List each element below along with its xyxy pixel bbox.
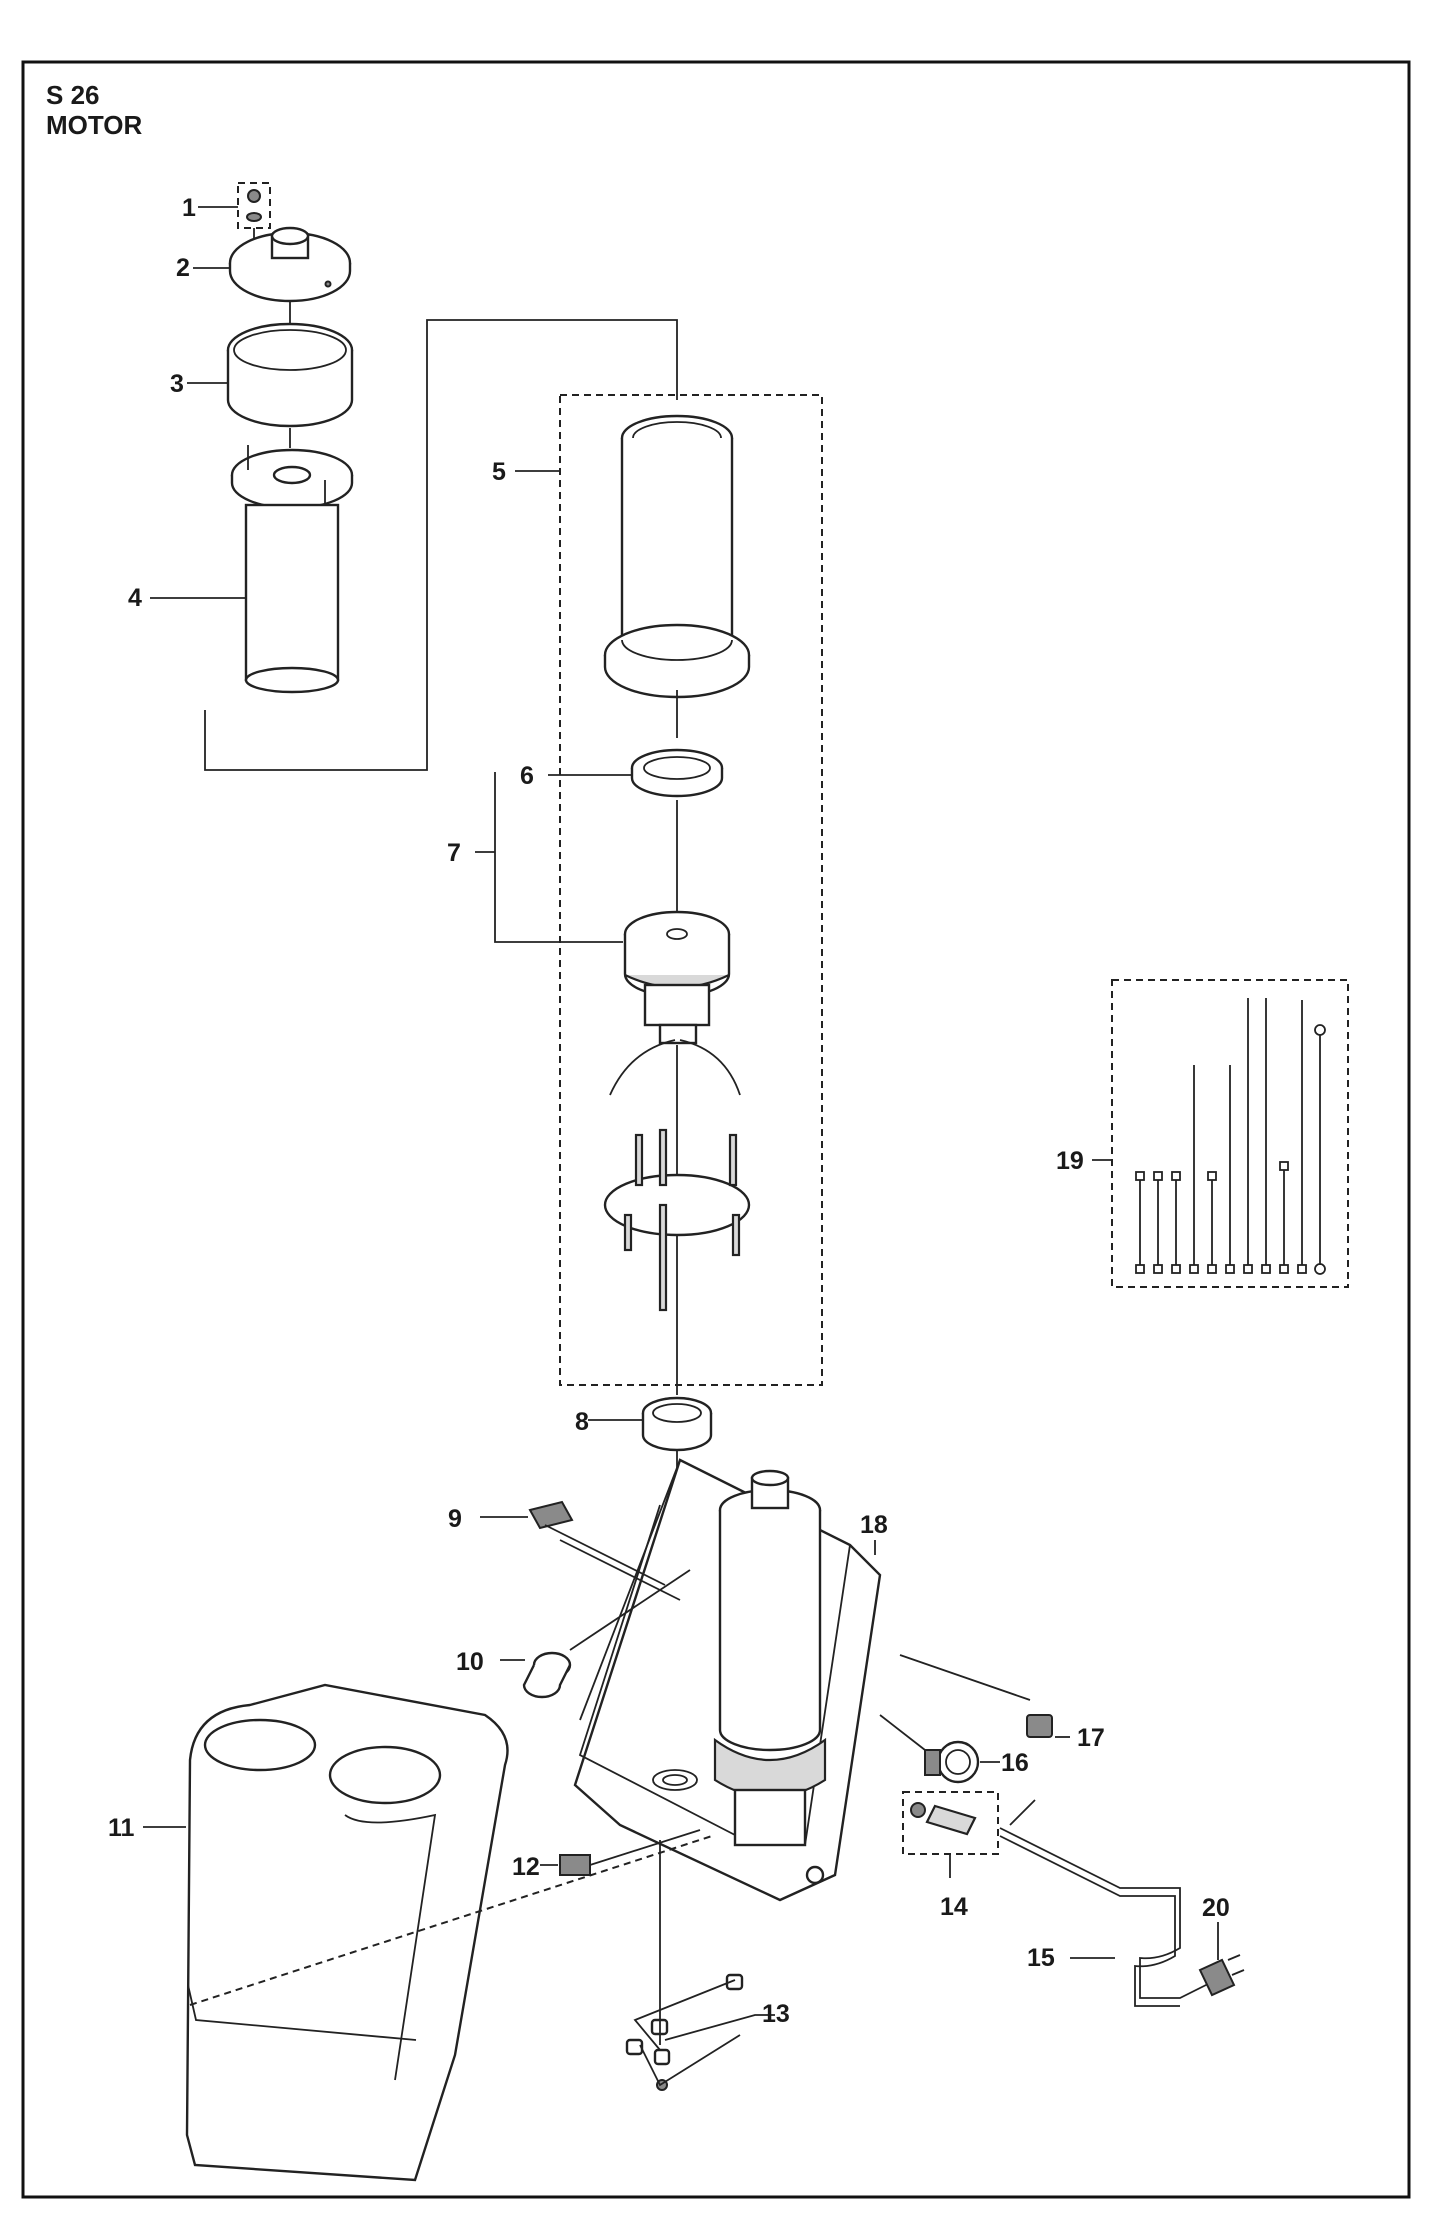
callout-2: 2 [176, 254, 190, 282]
callout-5: 5 [492, 458, 506, 486]
section-title: MOTOR [46, 110, 143, 140]
group-19-dashed-box [1111, 979, 1349, 1288]
callout-18: 18 [860, 1511, 888, 1539]
callout-13: 13 [762, 2000, 790, 2028]
part-9-connector [480, 1500, 681, 1601]
section-code: S 26 [46, 80, 100, 110]
callout-17: 17 [1077, 1724, 1105, 1752]
part-15-power-cord [999, 1799, 1211, 2007]
callout-8: 8 [575, 1408, 589, 1436]
group-5-dashed-box [559, 394, 823, 1386]
callout-3: 3 [170, 370, 184, 398]
part-7-motor-unit [609, 910, 741, 1395]
part-10-capacitor [500, 1569, 691, 1699]
motor-mount-plate [603, 1128, 751, 1312]
motor-assembled [713, 1469, 827, 1847]
callout-20: 20 [1202, 1894, 1230, 1922]
callout-7: 7 [447, 839, 461, 867]
part-4-filter-tube [204, 319, 678, 771]
callout-11: 11 [108, 1814, 135, 1842]
part-11-dust-cover [143, 1683, 716, 2182]
part-5-motor-housing [603, 414, 751, 738]
callout-4: 4 [128, 584, 142, 612]
callout-12: 12 [512, 1853, 540, 1881]
callout-1: 1 [182, 194, 196, 222]
part-14-strain-relief [910, 1802, 977, 1878]
part-16-gauge [879, 1714, 1000, 1784]
callout-6: 6 [520, 762, 534, 790]
callout-15: 15 [1027, 1944, 1055, 1972]
part-6-gasket-ring [630, 748, 724, 912]
callout-16: 16 [1001, 1749, 1029, 1777]
part-8-seal-ring [641, 1396, 713, 1490]
part-20-plug [1198, 1922, 1245, 1997]
part-17-rocker-switch [899, 1654, 1070, 1738]
callout-10: 10 [456, 1648, 484, 1676]
page-border [21, 60, 1411, 2199]
part-19-cable-set [1135, 998, 1326, 1275]
callout-9: 9 [448, 1505, 462, 1533]
callout-19: 19 [1056, 1147, 1084, 1175]
part-2-cover-cap [228, 226, 352, 303]
part-1-nut-washer [237, 182, 271, 242]
part-12-switch [540, 1829, 701, 1876]
part-3-filter-ring [226, 300, 354, 448]
part-13-bracket-set [625, 1840, 775, 2091]
callout-14: 14 [940, 1893, 968, 1921]
